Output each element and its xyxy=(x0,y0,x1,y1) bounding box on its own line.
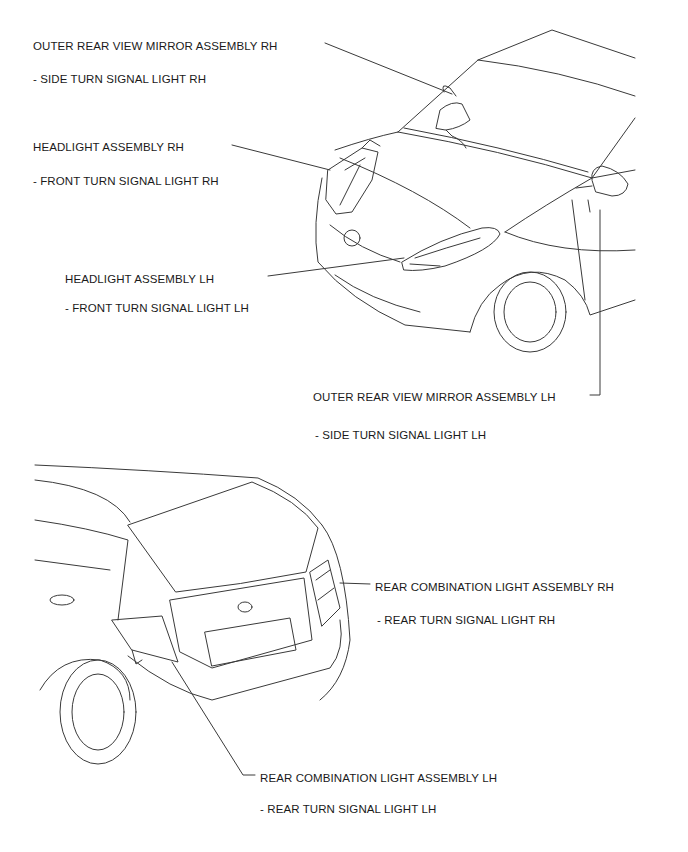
part-label: HEADLIGHT ASSEMBLY RH xyxy=(33,141,184,153)
part-label: - FRONT TURN SIGNAL LIGHT RH xyxy=(33,175,219,187)
part-label: OUTER REAR VIEW MIRROR ASSEMBLY LH xyxy=(313,391,556,403)
label-slot: REAR COMBINATION LIGHT ASSEMBLY LH xyxy=(260,768,497,786)
label-slot: - FRONT TURN SIGNAL LIGHT RH xyxy=(33,171,219,189)
part-label: OUTER REAR VIEW MIRROR ASSEMBLY RH xyxy=(33,40,278,52)
rear-car xyxy=(35,465,370,775)
part-label: REAR COMBINATION LIGHT ASSEMBLY LH xyxy=(260,772,497,784)
part-label: - SIDE TURN SIGNAL LIGHT LH xyxy=(315,429,486,441)
label-slot: - SIDE TURN SIGNAL LIGHT LH xyxy=(315,425,486,443)
part-label: - REAR TURN SIGNAL LIGHT LH xyxy=(260,803,436,815)
part-label: - FRONT TURN SIGNAL LIGHT LH xyxy=(65,302,249,314)
label-slot: HEADLIGHT ASSEMBLY RH xyxy=(33,137,184,155)
label-slot: OUTER REAR VIEW MIRROR ASSEMBLY RH xyxy=(33,36,278,54)
label-slot: - REAR TURN SIGNAL LIGHT LH xyxy=(260,799,436,817)
part-label: HEADLIGHT ASSEMBLY LH xyxy=(65,273,214,285)
label-slot: - SIDE TURN SIGNAL LIGHT RH xyxy=(33,69,206,87)
label-slot: - FRONT TURN SIGNAL LIGHT LH xyxy=(65,298,249,316)
label-slot: HEADLIGHT ASSEMBLY LH xyxy=(65,269,214,287)
part-label: - REAR TURN SIGNAL LIGHT RH xyxy=(377,614,555,626)
label-slot: REAR COMBINATION LIGHT ASSEMBLY RH xyxy=(375,577,614,595)
part-label: REAR COMBINATION LIGHT ASSEMBLY RH xyxy=(375,581,614,593)
label-slot: OUTER REAR VIEW MIRROR ASSEMBLY LH xyxy=(313,387,556,405)
part-label: - SIDE TURN SIGNAL LIGHT RH xyxy=(33,73,206,85)
label-slot: - REAR TURN SIGNAL LIGHT RH xyxy=(377,610,555,628)
front-car xyxy=(232,30,635,395)
